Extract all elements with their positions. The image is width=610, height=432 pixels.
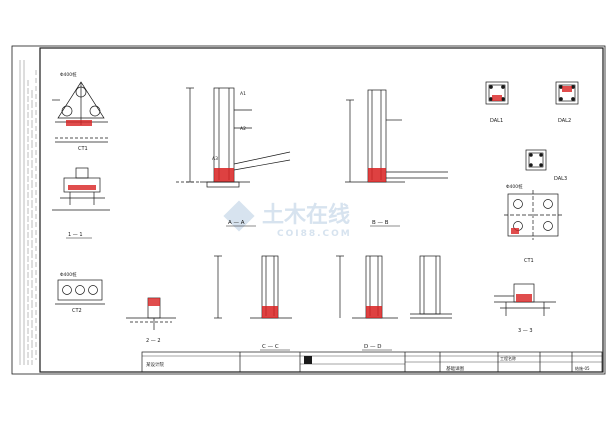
section-3-3-title: 3 — 3	[518, 328, 533, 334]
dal1-fill	[492, 95, 502, 101]
section-3-3-fill	[516, 294, 532, 302]
dd-rebar-band	[366, 306, 382, 318]
cap-label-mid-left: Φ400桩	[60, 271, 77, 278]
left-margin-notes	[19, 60, 37, 365]
aa-ref-a2: A2	[240, 126, 246, 132]
section-c-c	[214, 255, 292, 319]
title-block-project-label: 工程名称	[500, 355, 516, 361]
ct1-plan-right	[504, 190, 562, 240]
section-b-b	[345, 89, 448, 183]
section-b-b-title: B — B	[372, 220, 389, 226]
dal3-title: DAL3	[554, 176, 567, 182]
ct1-plan-right-fill	[511, 228, 519, 234]
ct1-title: CT1	[78, 146, 88, 152]
ct1-right-title: CT1	[524, 258, 534, 264]
sheet-outer-border	[11, 45, 606, 375]
title-block-firm: 某设计院	[146, 361, 164, 368]
aa-rebar-band	[214, 168, 234, 182]
section-d-d-title: D — D	[364, 344, 381, 350]
title-block	[141, 351, 603, 373]
ct2-title: CT2	[72, 308, 82, 314]
title-block-sheet-no: 结施-05	[575, 365, 590, 371]
section-1-1-title: 1 — 1	[68, 232, 83, 238]
cap-label-right: Φ400桩	[506, 183, 523, 190]
section-a-a	[176, 87, 291, 183]
watermark: 土木在线 COI88.COM	[223, 200, 352, 239]
watermark-url: COI88.COM	[277, 229, 352, 239]
column-rebar-detail	[410, 255, 452, 319]
section-2-2	[126, 297, 176, 330]
ct1-section	[52, 137, 110, 211]
dal2-section	[555, 81, 579, 105]
aa-ref-a3: A3	[212, 156, 218, 162]
dal2-title: DAL2	[558, 118, 571, 124]
dal1-title: DAL1	[490, 118, 503, 124]
section-c-c-title: C — C	[262, 344, 279, 350]
section-2-2-title: 2 — 2	[146, 338, 161, 344]
dal3-section	[525, 149, 547, 171]
title-block-logo	[304, 356, 312, 364]
title-block-drawing-title: 基础详图	[446, 365, 464, 372]
bb-rebar-band	[368, 168, 386, 182]
section-a-a-title: A — A	[228, 220, 245, 226]
watermark-name: 土木在线	[262, 202, 350, 228]
ct2-plan	[55, 279, 105, 305]
aa-footing	[206, 181, 240, 188]
cc-rebar-band	[262, 306, 278, 318]
dal2-fill	[562, 86, 572, 92]
aa-ref-a1: A1	[240, 91, 246, 97]
pile-cap-plan-top-left	[52, 81, 108, 126]
cap-label-top-left: Φ400桩	[60, 71, 77, 78]
